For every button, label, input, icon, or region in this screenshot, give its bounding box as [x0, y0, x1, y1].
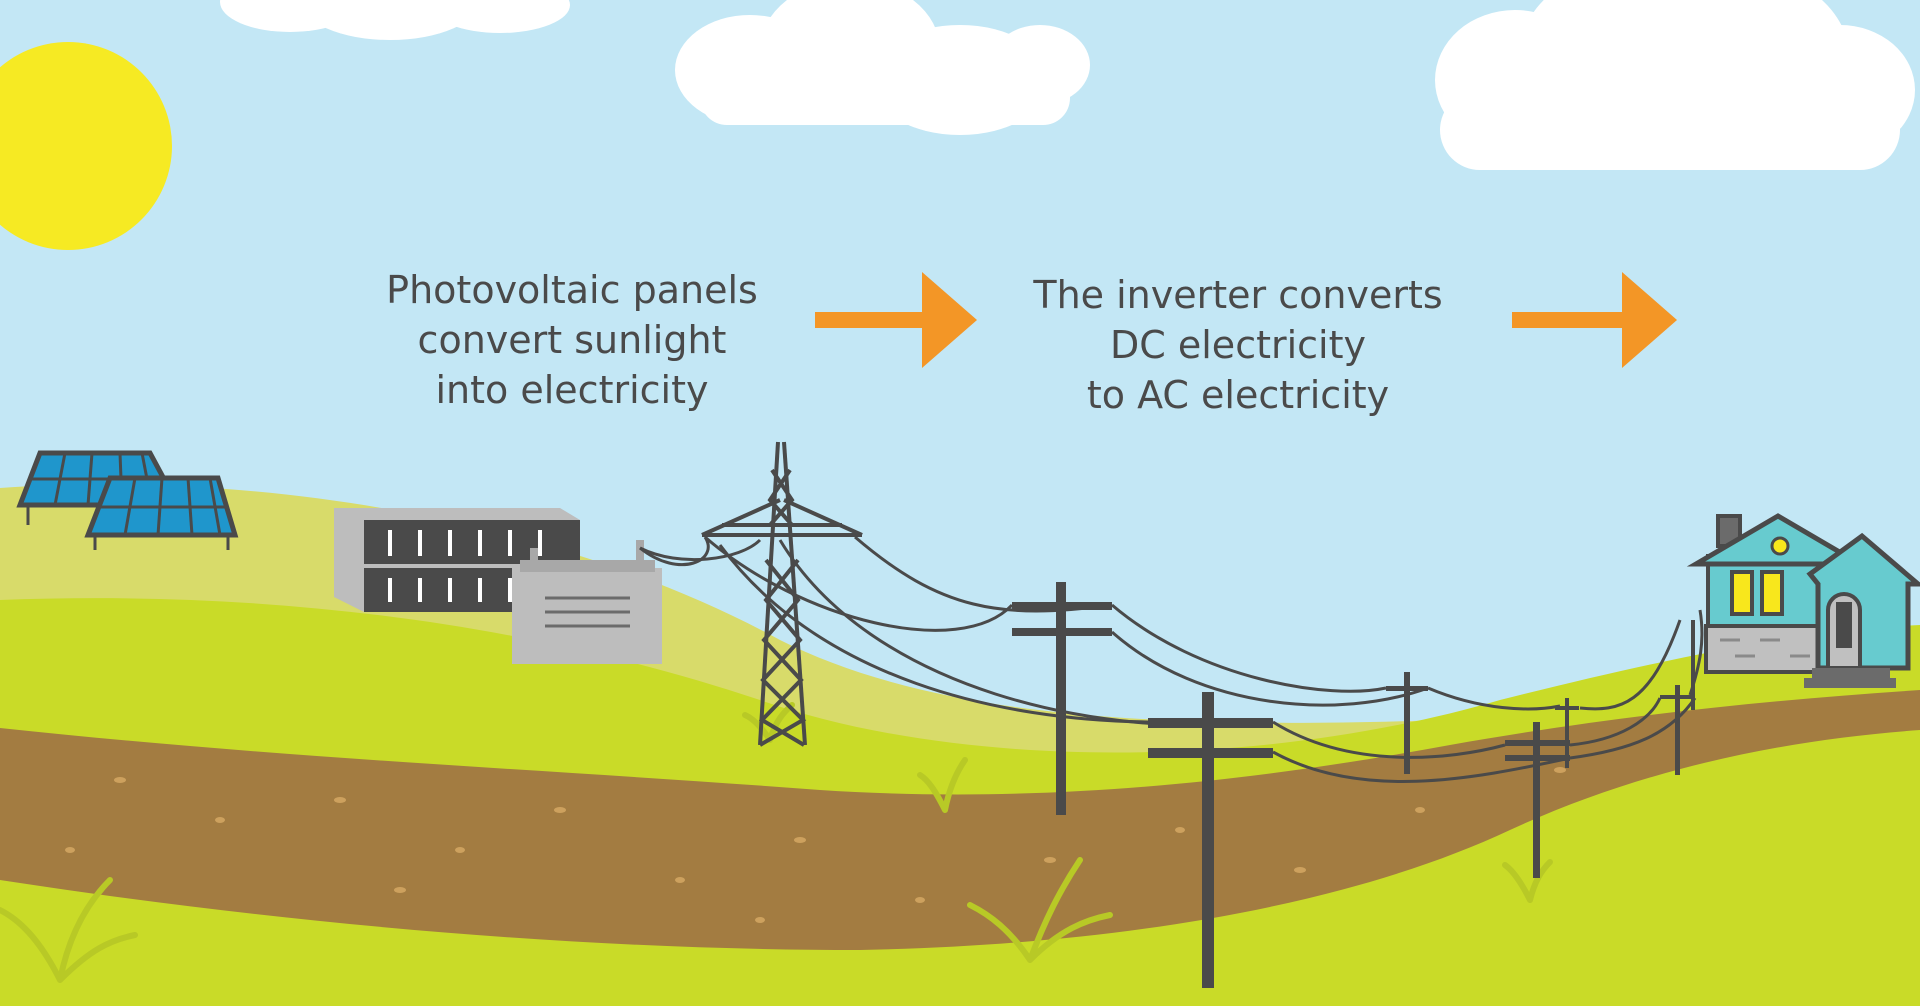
utility-pole-icon — [1555, 698, 1579, 768]
cloud-icon — [220, 0, 570, 40]
step-1-line-2: convert sunlight — [417, 318, 727, 362]
house-icon — [1686, 513, 1920, 688]
utility-pole-icon — [1386, 672, 1428, 774]
arrow-right-icon — [815, 272, 977, 368]
dirt-specks — [65, 767, 1566, 923]
transformer-icon — [512, 540, 662, 664]
grass-tufts — [0, 702, 1553, 983]
step-2-line-3: to AC electricity — [1086, 373, 1390, 417]
step-1-line-1: Photovoltaic panels — [386, 268, 758, 312]
step-2-line-1: The inverter converts — [1033, 273, 1443, 317]
step-2-line-2: DC electricity — [1110, 323, 1366, 367]
utility-pole-icon — [1148, 692, 1273, 988]
utility-pole-icon — [1012, 582, 1112, 815]
step-1-caption: Photovoltaic panels convert sunlight int… — [322, 265, 822, 415]
utility-pole-icon — [1660, 685, 1695, 775]
solar-panel-icon — [84, 475, 239, 550]
utility-pole-icon — [1505, 722, 1570, 878]
cloud-icon — [675, 0, 1090, 135]
power-lines — [639, 535, 1704, 783]
cloud-icon — [1435, 0, 1915, 170]
step-2-caption: The inverter converts DC electricity to … — [988, 270, 1488, 420]
transmission-tower-icon — [701, 441, 863, 747]
sun-icon — [0, 42, 172, 250]
step-1-line-3: into electricity — [435, 368, 709, 412]
utility-pole-icon — [1691, 620, 1695, 710]
arrow-right-icon — [1512, 272, 1677, 368]
